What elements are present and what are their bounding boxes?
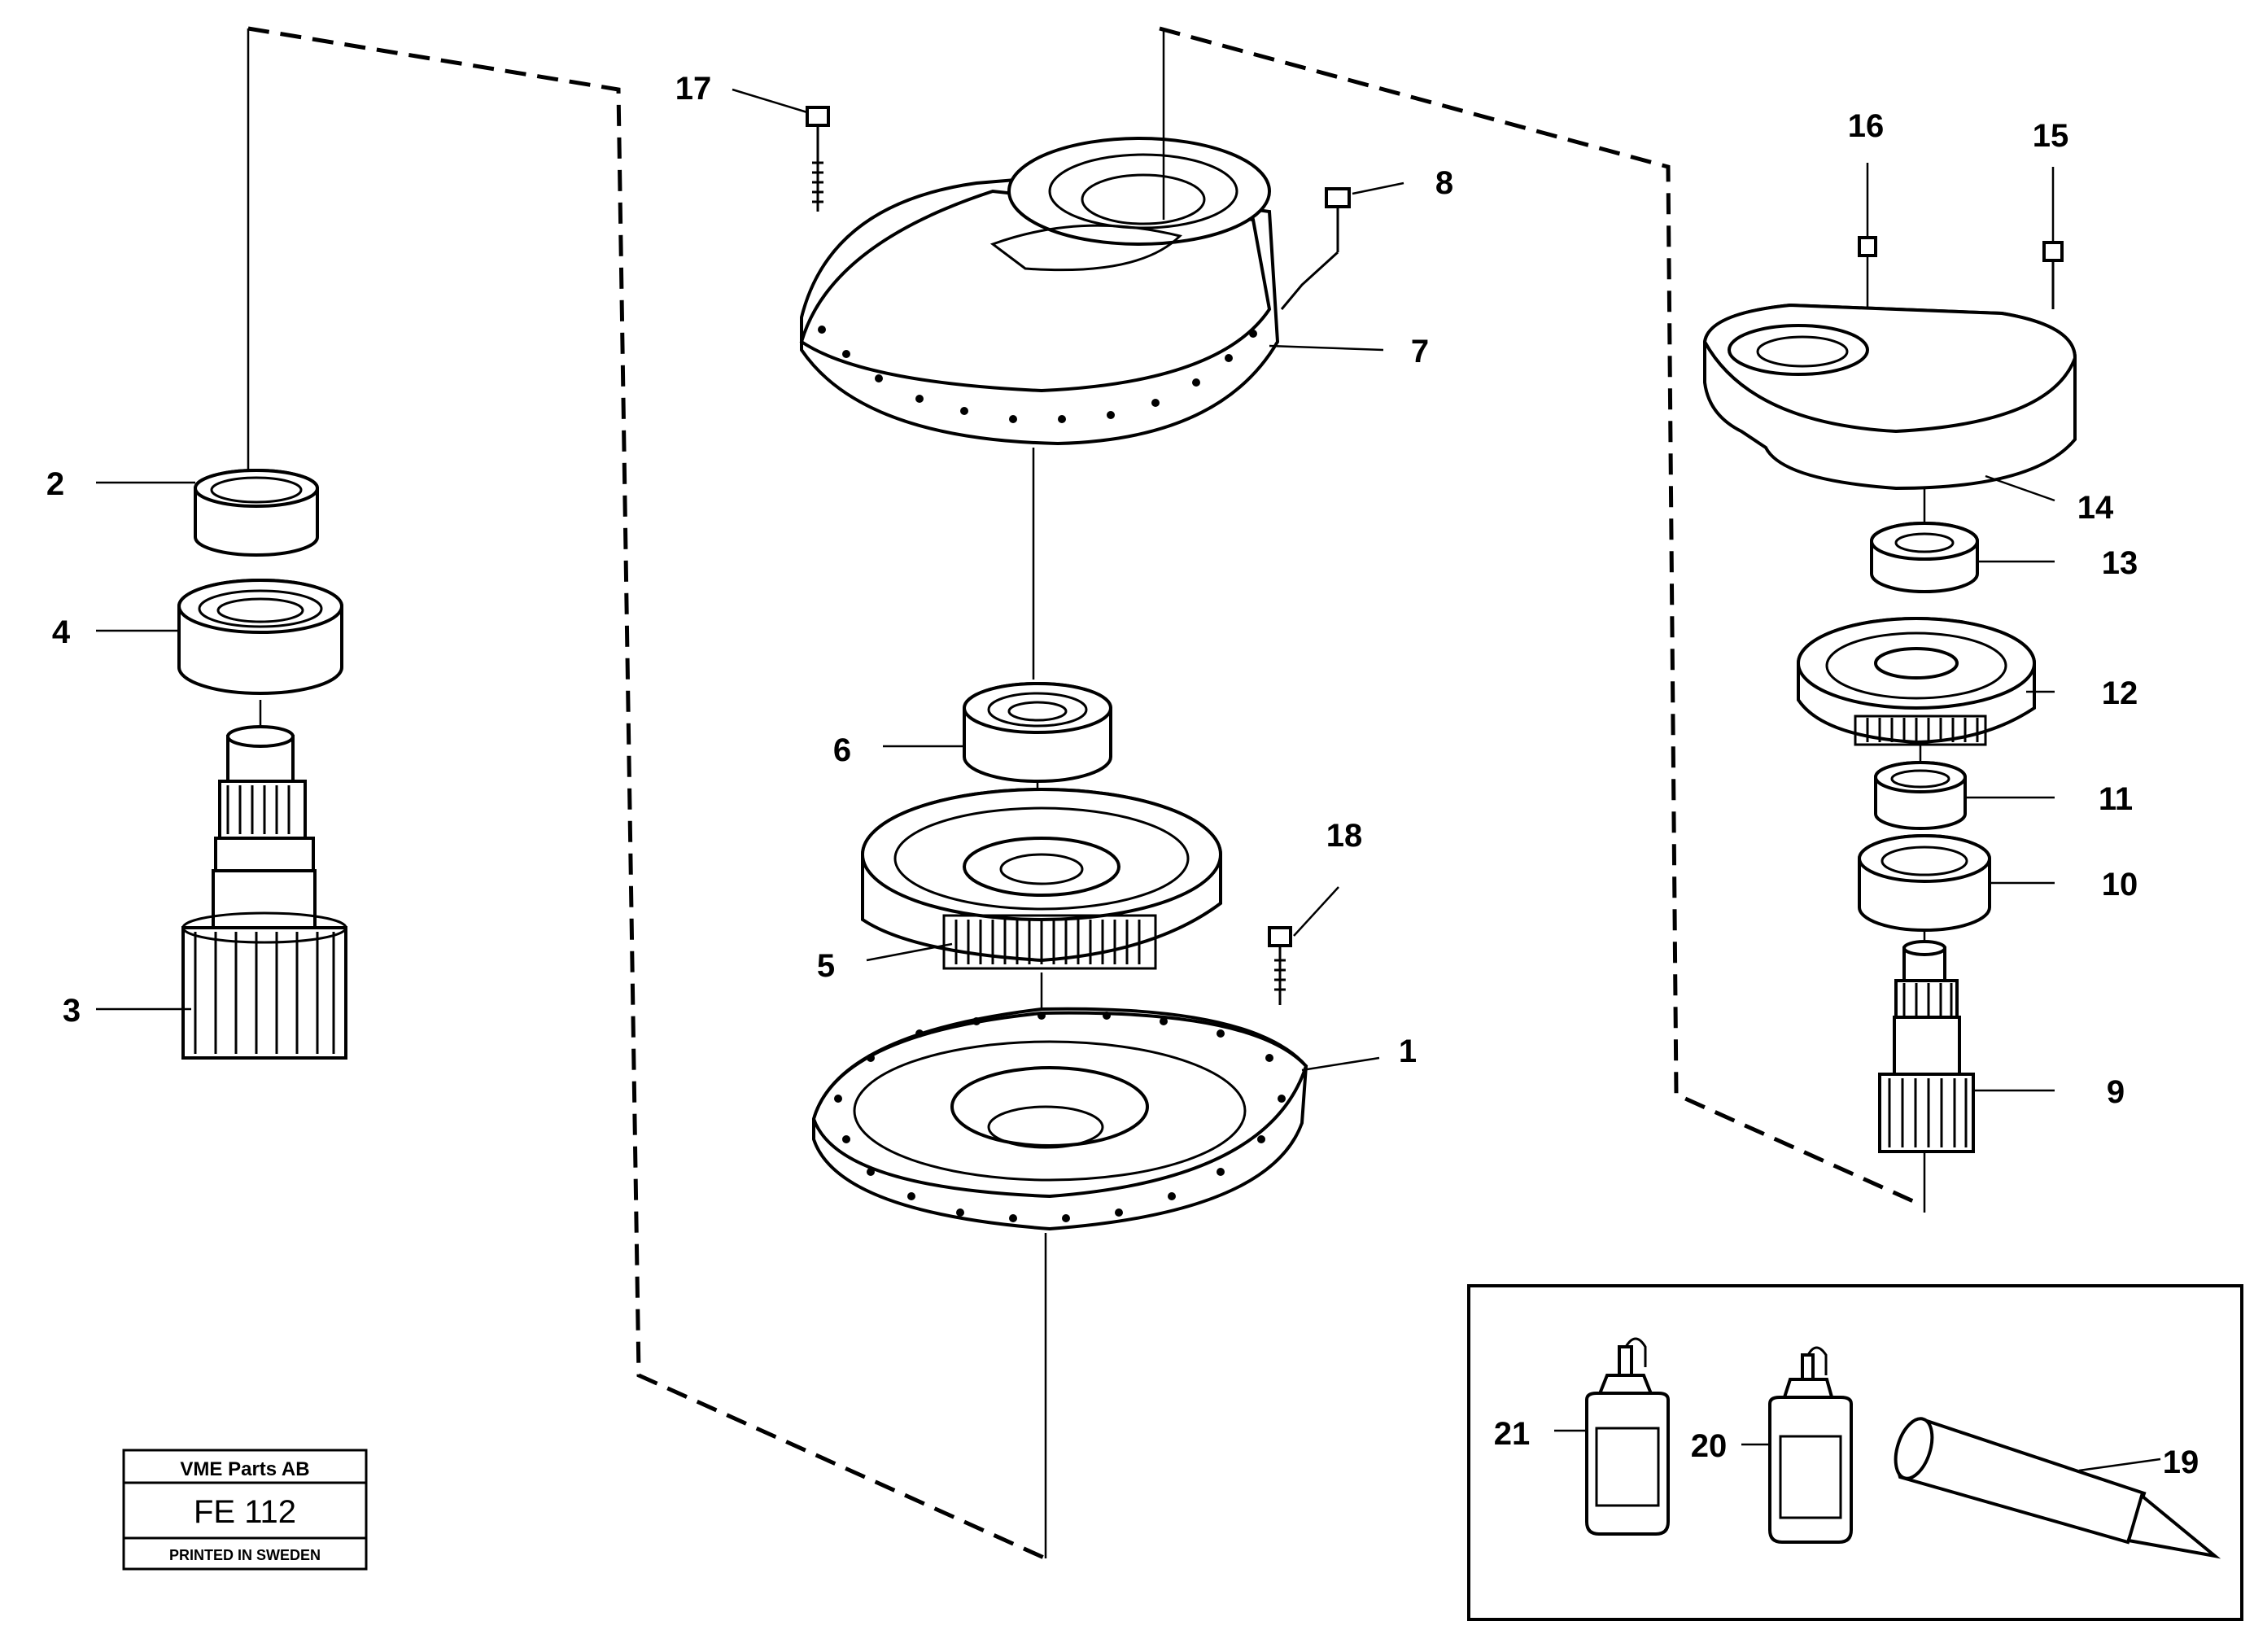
leader-lines bbox=[96, 88, 2161, 1472]
part-6-ball-bearing bbox=[963, 682, 1112, 783]
part-2-bearing-ring bbox=[194, 469, 319, 557]
part-17-bolt bbox=[806, 106, 830, 212]
callout-12: 12 bbox=[2102, 675, 2138, 711]
part-9-pinion-shaft bbox=[1878, 940, 1975, 1153]
consumables-box bbox=[1467, 1284, 2243, 1621]
callout-20: 20 bbox=[1691, 1428, 1728, 1464]
callout-1: 1 bbox=[1399, 1034, 1417, 1069]
callout-15: 15 bbox=[2033, 118, 2069, 154]
part-10-ball-bearing bbox=[1858, 834, 1991, 932]
callout-5: 5 bbox=[817, 948, 835, 984]
callout-4: 4 bbox=[52, 614, 71, 650]
part-7-housing-cover bbox=[799, 137, 1280, 446]
callout-17: 17 bbox=[675, 71, 712, 107]
part-5-gear bbox=[861, 788, 1222, 970]
callout-16: 16 bbox=[1848, 108, 1885, 144]
part-14-housing-cover bbox=[1702, 303, 2077, 491]
callout-8: 8 bbox=[1435, 165, 1453, 201]
part-11-bearing-ring bbox=[1874, 761, 1967, 830]
callout-9: 9 bbox=[2107, 1074, 2125, 1110]
callout-3: 3 bbox=[63, 993, 81, 1029]
callout-7: 7 bbox=[1411, 334, 1429, 369]
part-20-bottle bbox=[1768, 1346, 1853, 1544]
part-15-screw bbox=[2042, 167, 2064, 309]
part-4-ball-bearing bbox=[177, 579, 343, 695]
callout-6: 6 bbox=[833, 732, 851, 768]
callout-10: 10 bbox=[2102, 867, 2138, 902]
callout-14: 14 bbox=[2077, 490, 2114, 526]
callout-19: 19 bbox=[2163, 1444, 2199, 1480]
part-19-grease-tube bbox=[1894, 1417, 2221, 1559]
assembly-outline-left bbox=[247, 26, 1047, 1561]
part-13-ball-bearing bbox=[1870, 522, 1979, 593]
part-3-pinion-shaft bbox=[181, 725, 347, 1060]
callout-21: 21 bbox=[1494, 1416, 1531, 1452]
assembly-outline-right bbox=[1159, 26, 1922, 1207]
title-block-company: VME Parts AB bbox=[180, 1458, 309, 1480]
part-21-bottle bbox=[1585, 1337, 1670, 1536]
callout-13: 13 bbox=[2102, 545, 2138, 581]
part-1-base-plate bbox=[811, 1007, 1308, 1231]
title-block-code: FE 112 bbox=[194, 1494, 296, 1530]
callout-18: 18 bbox=[1326, 818, 1363, 854]
title-block: VME Parts AB FE 112 PRINTED IN SWEDEN bbox=[122, 1449, 368, 1571]
callout-11: 11 bbox=[2099, 781, 2133, 817]
part-8-bolt bbox=[1280, 187, 1351, 310]
title-block-footer: PRINTED IN SWEDEN bbox=[169, 1547, 321, 1563]
part-12-gear bbox=[1797, 617, 2036, 746]
part-18-bolt bbox=[1268, 926, 1292, 1005]
callout-2: 2 bbox=[46, 466, 64, 502]
